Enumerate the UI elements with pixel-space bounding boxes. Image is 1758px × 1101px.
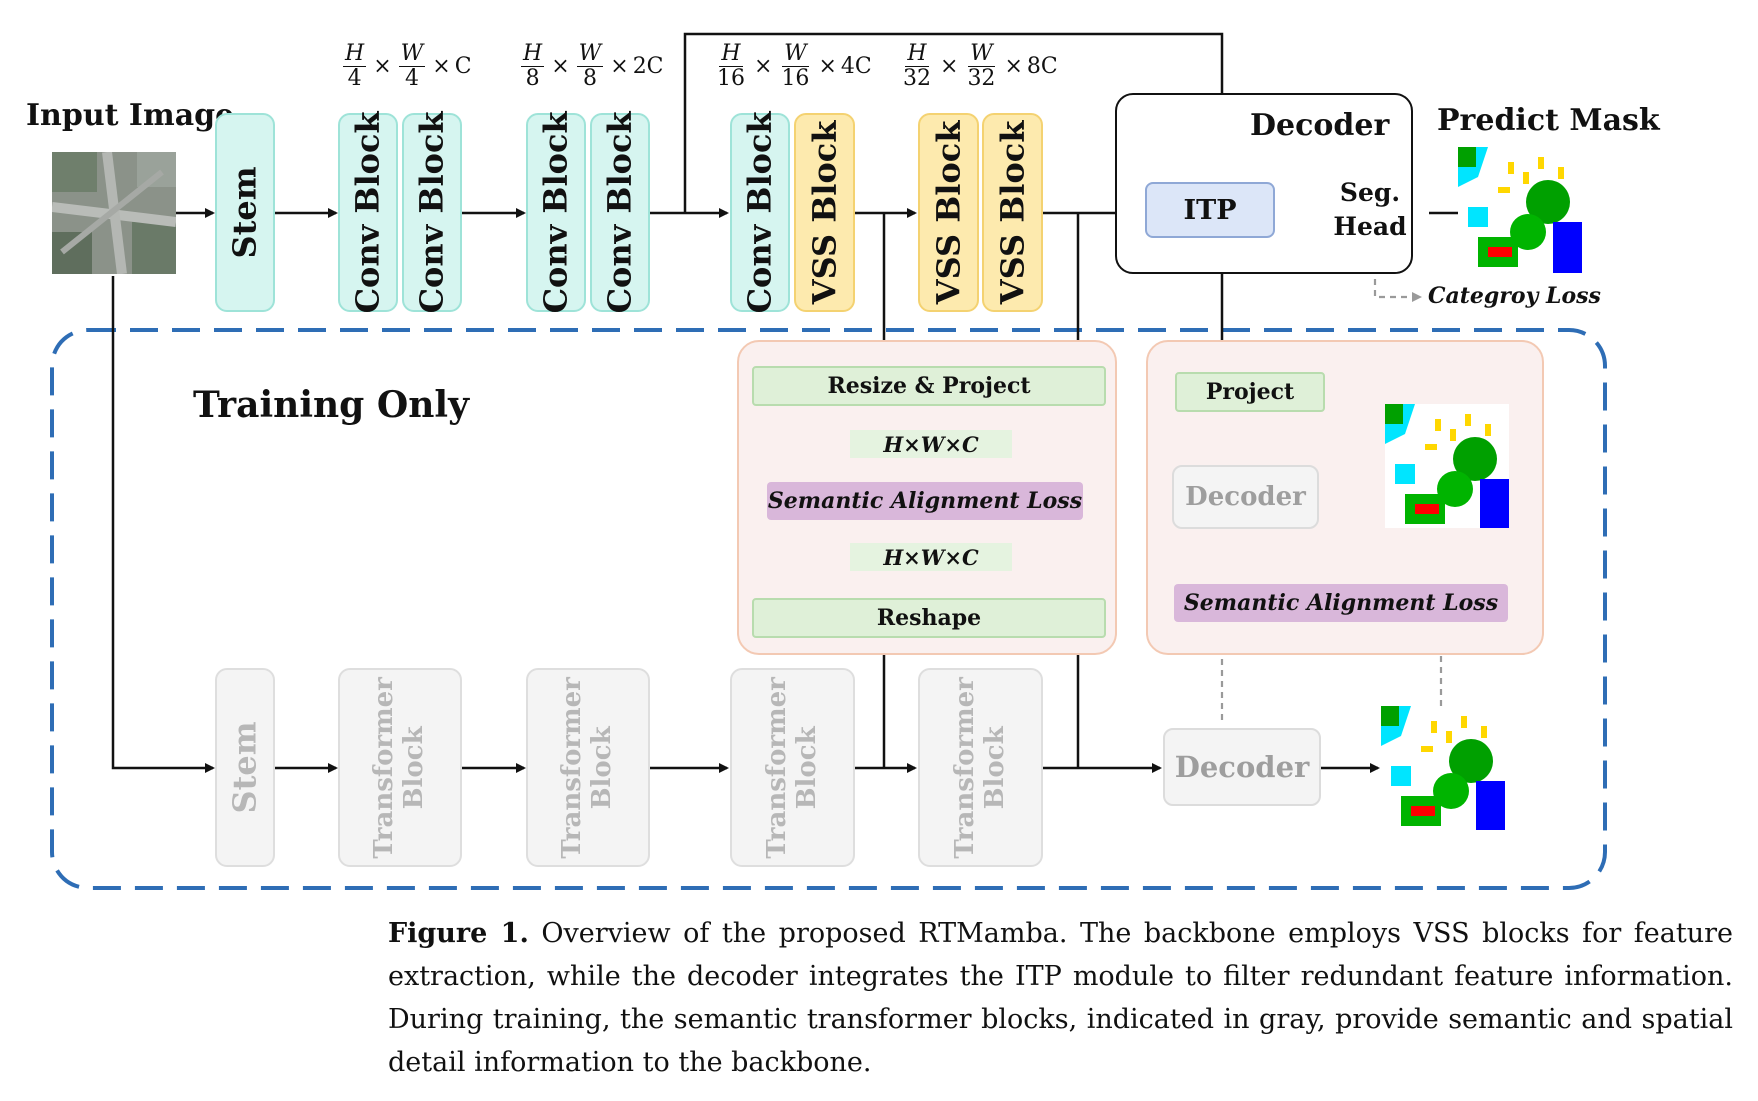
semantic-alignment-loss-left: Semantic Alignment Loss [767,482,1083,520]
hwc-label-top: H×W×C [850,430,1012,458]
input-image-label: Input Image [26,98,235,133]
caption-label: Figure 1. [388,918,529,949]
vss-block-1: VSS Block [794,113,855,312]
dim-w-div: 8 [582,66,597,92]
decoder-title: Decoder [1250,108,1390,143]
conv-block-1: Conv Block [338,111,398,314]
conv-block-3: Conv Block [526,111,586,314]
times-sign: × [551,54,570,80]
dim-c: C [454,54,472,80]
bottom-stem-label: Stem [225,721,264,814]
student-mask-image [1385,404,1509,528]
segmentation-mask-icon [1458,147,1582,273]
training-only-label: Training Only [193,384,469,426]
training-only-frame [50,328,1607,890]
project-block: Project [1175,372,1325,412]
conv-block-2: Conv Block [402,111,462,314]
dim-h-div: 16 [717,66,745,92]
reshape-block: Reshape [752,598,1106,638]
times-sign: × [1004,54,1023,80]
conv-block-4: Conv Block [590,111,650,314]
figure-caption: Figure 1. Overview of the proposed RTMam… [388,912,1733,1084]
transformer-label-line1: Transformer [369,676,400,859]
segmentation-mask-icon [1385,404,1509,528]
vss-block-label: VSS Block [805,120,844,305]
itp-module: ITP [1145,182,1275,238]
conv-block-label: Conv Block [536,111,575,314]
seg-head-line2: Head [1333,212,1407,241]
times-sign: × [818,54,837,80]
conv-block-label: Conv Block [412,111,451,314]
dim-w-div: 16 [781,66,810,92]
bottom-stem-block: Stem [215,668,275,867]
vss-block-label: VSS Block [929,120,968,305]
transformer-label-line1: Transformer [949,676,980,859]
semantic-alignment-loss-right: Semantic Alignment Loss [1174,584,1508,622]
transformer-label-line2: Block [791,725,822,810]
conv-block-5: Conv Block [730,111,790,314]
seg-head-line1: Seg. [1339,178,1401,207]
vss-block-2: VSS Block [918,113,979,312]
dim-w: W [782,41,809,68]
teacher-mask-image [1381,706,1505,830]
times-sign: × [754,54,773,80]
seg-head: Seg. Head [1330,176,1410,244]
dim-w-div: 32 [967,66,996,92]
times-sign: × [940,54,959,80]
predict-mask-label: Predict Mask [1437,103,1660,138]
stem-block: Stem [215,113,275,312]
dim-w-div: 4 [404,66,419,92]
dim-c: 8C [1026,54,1058,80]
stem-label: Stem [225,166,264,259]
dim-h: H [719,41,743,68]
dim-h-div: 8 [525,66,540,92]
input-aerial-image [52,152,176,274]
transformer-label-line2: Block [587,725,617,810]
dim-h-div: 4 [347,66,362,92]
predict-mask-image [1458,147,1582,273]
dim-h: H [521,41,545,68]
conv-block-label: Conv Block [740,111,779,314]
dim-c: 2C [632,54,664,80]
dim-w: W [968,41,995,68]
conv-block-label: Conv Block [348,111,387,314]
decoder-student-block: Decoder [1172,465,1319,529]
dim-h: H [905,41,929,68]
transformer-label-line1: Transformer [761,676,792,859]
times-sign: × [373,54,392,80]
dim-h-div: 32 [903,66,931,92]
category-loss-label: Categroy Loss [1428,283,1601,309]
transformer-label-line2: Block [979,725,1010,810]
caption-text: Overview of the proposed RTMamba. The ba… [388,918,1733,1078]
hwc-label-bottom: H×W×C [850,543,1012,571]
dim-h: H [343,41,367,68]
transformer-label-line2: Block [399,725,429,810]
decoder-teacher-block: Decoder [1163,728,1321,806]
resize-project-block: Resize & Project [752,366,1106,406]
dim-w: W [576,41,604,68]
segmentation-mask-icon [1381,706,1505,830]
conv-block-label: Conv Block [600,111,639,314]
transformer-label-line1: Transformer [557,676,588,859]
dim-c: 4C [840,54,872,80]
vss-block-label: VSS Block [993,120,1032,305]
times-sign: × [432,54,451,80]
times-sign: × [610,54,629,80]
dim-w: W [398,41,426,68]
vss-block-3: VSS Block [982,113,1043,312]
aerial-photo-icon [52,152,176,274]
